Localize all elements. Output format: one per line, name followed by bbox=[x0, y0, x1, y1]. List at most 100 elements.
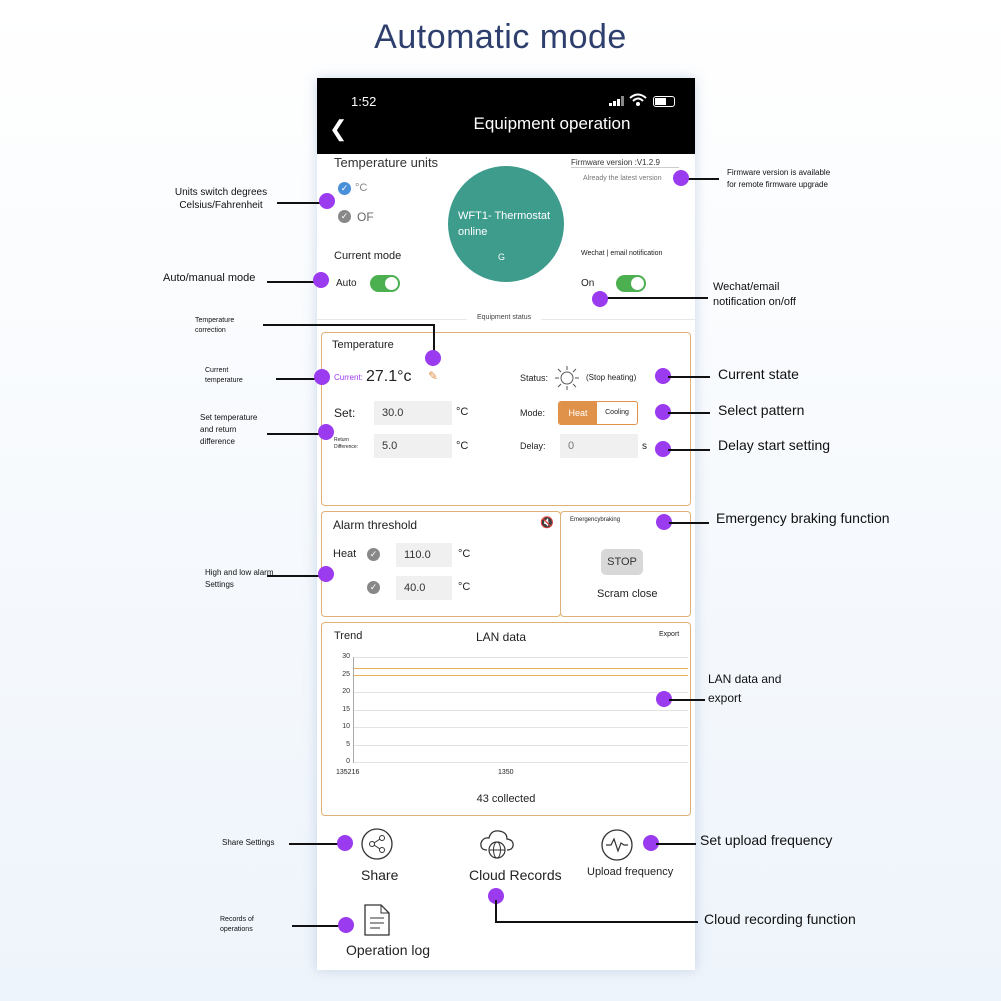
annotation-line bbox=[267, 433, 320, 435]
share-label[interactable]: Share bbox=[361, 867, 399, 883]
y-tick-label: 25 bbox=[342, 670, 350, 678]
grid-line bbox=[354, 692, 688, 693]
screen-title: Equipment operation bbox=[473, 114, 631, 133]
low-alarm-unit: °C bbox=[458, 581, 471, 593]
temperature-panel: Temperature Current: 27.1°c ✎ Set: 30.0 … bbox=[321, 332, 691, 506]
document-icon[interactable] bbox=[363, 904, 391, 936]
current-mode-value: Auto bbox=[336, 278, 357, 289]
return-label: Return Difference: bbox=[334, 437, 359, 450]
export-button[interactable]: Export bbox=[659, 631, 680, 638]
equipment-status-label: Equipment status bbox=[467, 314, 542, 321]
annotation-auto: Auto/manual mode bbox=[163, 272, 256, 284]
y-tick-label: 30 bbox=[342, 653, 350, 660]
firmware-status: Already the latest version bbox=[583, 175, 662, 182]
annotation-alarm: High and low alarm Settings bbox=[205, 568, 274, 589]
marker-dot bbox=[318, 424, 334, 440]
temperature-title: Temperature bbox=[332, 339, 394, 351]
device-status: online bbox=[458, 226, 488, 238]
mode-selector: Heat Cooling bbox=[558, 401, 638, 425]
delay-label: Delay: bbox=[520, 441, 546, 451]
marker-dot bbox=[488, 888, 504, 904]
annotation-line bbox=[656, 843, 696, 845]
edit-icon[interactable]: ✎ bbox=[428, 369, 439, 383]
delay-unit: s bbox=[642, 441, 647, 452]
y-tick-label: 10 bbox=[342, 723, 350, 730]
marker-dot bbox=[656, 514, 672, 530]
firmware-version: Firmware version :V1.2.9 bbox=[571, 158, 679, 168]
pulse-icon[interactable] bbox=[600, 828, 634, 862]
annotation-line bbox=[276, 378, 320, 380]
grid-line bbox=[354, 657, 688, 658]
mode-toggle[interactable] bbox=[370, 275, 400, 292]
annotation-set-temp: Set temperature and return difference bbox=[200, 413, 258, 446]
status-time: 1:52 bbox=[351, 94, 377, 109]
annotation-records: Records of operations bbox=[220, 916, 254, 933]
marker-dot bbox=[313, 272, 329, 288]
phone-screen: 1:52 ❮ Equipment operation Temperature u… bbox=[317, 78, 695, 970]
app-header: 1:52 ❮ Equipment operation bbox=[317, 78, 695, 154]
high-alarm-input[interactable]: 110.0 bbox=[396, 543, 452, 567]
current-label: Current: bbox=[334, 373, 363, 382]
fahrenheit-option[interactable]: OF bbox=[357, 210, 374, 224]
notify-toggle[interactable] bbox=[616, 275, 646, 292]
low-alarm-input[interactable]: 40.0 bbox=[396, 576, 452, 600]
set-unit: °C bbox=[456, 406, 469, 418]
marker-dot bbox=[314, 369, 330, 385]
annotation-units: Units switch degrees Celsius/Fahrenheit bbox=[174, 187, 268, 211]
y-tick-label: 5 bbox=[346, 740, 350, 748]
operation-log-label[interactable]: Operation log bbox=[346, 942, 431, 958]
series-line bbox=[354, 667, 688, 669]
chevron-left-icon[interactable]: ❮ bbox=[329, 116, 348, 141]
annotation-line bbox=[267, 575, 320, 577]
emergency-panel: Emergencybraking STOP Scram close bbox=[560, 511, 691, 617]
grid-line bbox=[354, 709, 688, 711]
trend-title: Trend bbox=[334, 630, 363, 642]
set-label: Set: bbox=[334, 406, 356, 420]
annotation-line bbox=[668, 412, 710, 414]
heat-option[interactable]: Heat bbox=[559, 402, 597, 424]
marker-dot bbox=[673, 170, 689, 186]
annotation-firmware: Firmware version is available for remote… bbox=[727, 168, 831, 189]
cooling-option[interactable]: Cooling bbox=[605, 409, 629, 416]
stop-button[interactable]: STOP bbox=[601, 549, 643, 575]
lan-data-title: LAN data bbox=[476, 630, 527, 644]
heat-alarm-label: Heat bbox=[333, 548, 357, 560]
annotation-select: Select pattern bbox=[718, 402, 805, 418]
cloud-globe-icon[interactable] bbox=[479, 826, 515, 860]
y-tick-label: 0 bbox=[346, 758, 350, 765]
annotation-line bbox=[683, 178, 719, 180]
x-tick-label: 135216 bbox=[336, 769, 360, 776]
annotation-wechat: Wechat/email notification on/off bbox=[713, 281, 796, 308]
upload-frequency-label[interactable]: Upload frequency bbox=[587, 866, 674, 878]
share-icon[interactable] bbox=[361, 828, 393, 860]
delay-input[interactable]: 0 bbox=[560, 434, 638, 458]
high-alarm-unit: °C bbox=[458, 548, 471, 560]
device-status-circle: WFT1- Thermostat online G bbox=[448, 166, 564, 282]
low-alarm-check-icon[interactable]: ✓ bbox=[367, 581, 380, 594]
high-alarm-check-icon[interactable]: ✓ bbox=[367, 548, 380, 561]
annotation-line bbox=[433, 324, 435, 354]
annotation-line bbox=[668, 449, 710, 451]
annotation-line bbox=[495, 900, 497, 922]
annotation-line bbox=[495, 921, 698, 923]
y-tick-label: 15 bbox=[342, 705, 350, 713]
signal-icon bbox=[609, 96, 624, 106]
annotation-temp-corr: Temperature correction bbox=[195, 317, 235, 334]
return-difference-input[interactable]: 5.0 bbox=[374, 434, 452, 458]
annotation-line bbox=[668, 376, 710, 378]
current-temperature: 27.1°c bbox=[366, 368, 412, 385]
mute-icon[interactable]: 🔇 bbox=[540, 517, 554, 529]
annotation-cur-state: Current state bbox=[718, 366, 799, 382]
fahrenheit-check-icon[interactable]: ✓ bbox=[338, 210, 351, 223]
cloud-records-label[interactable]: Cloud Records bbox=[469, 867, 562, 883]
annotation-delay: Delay start setting bbox=[718, 437, 831, 453]
celsius-check-icon[interactable]: ✓ bbox=[338, 182, 351, 195]
set-temperature-input[interactable]: 30.0 bbox=[374, 401, 452, 425]
alarm-panel: Alarm threshold 🔇 Heat ✓ 110.0 °C ✓ 40.0… bbox=[321, 511, 561, 617]
notify-value: On bbox=[581, 278, 595, 289]
sun-icon bbox=[555, 366, 579, 390]
celsius-option[interactable]: °C bbox=[355, 182, 368, 194]
marker-dot bbox=[425, 350, 441, 366]
units-title: Temperature units bbox=[334, 155, 439, 170]
